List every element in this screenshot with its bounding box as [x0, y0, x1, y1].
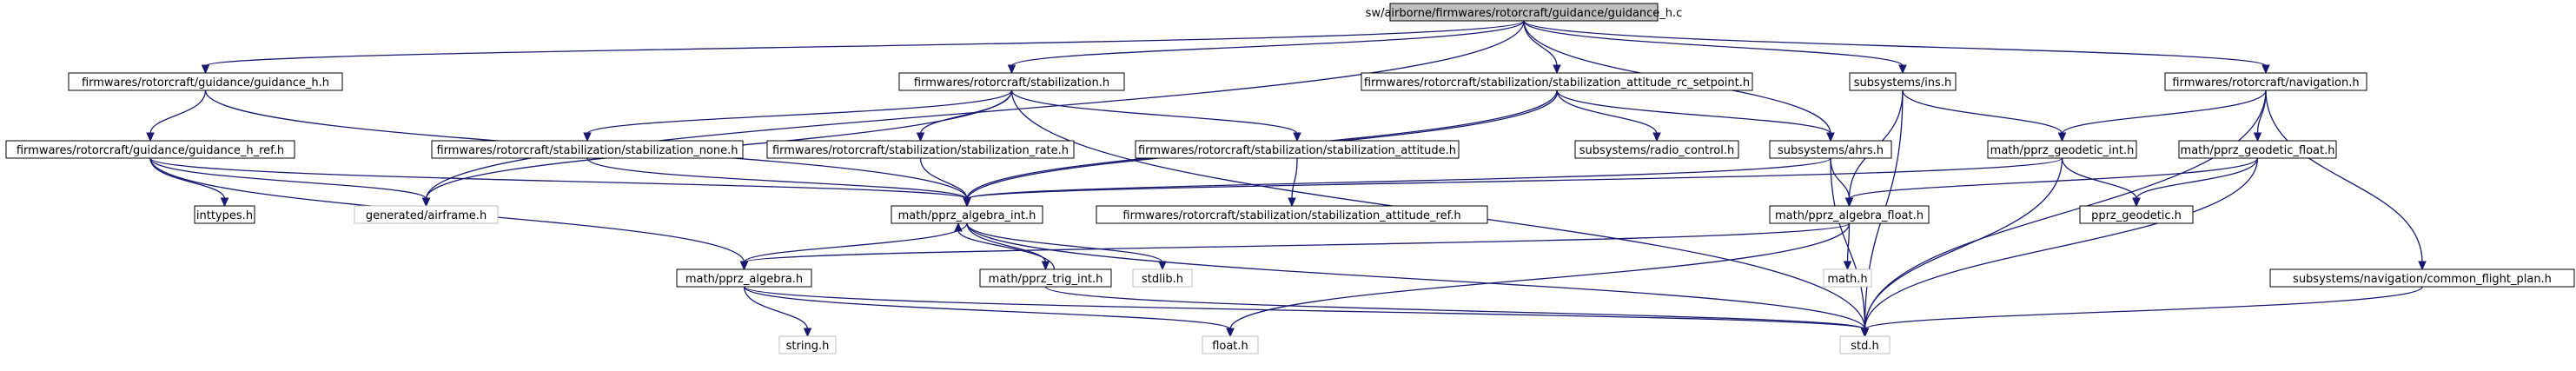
- node-label: pprz_geodetic.h: [2091, 209, 2182, 222]
- node-string-h: string.h: [778, 335, 837, 354]
- edge-root-to-navigation_h: [1523, 20, 2270, 75]
- edge-algebra_int_h-to-algebra_h: [739, 222, 968, 271]
- node-label: firmwares/rotorcraft/navigation.h: [2172, 76, 2359, 89]
- node-stab-rate-h[interactable]: firmwares/rotorcraft/stabilization/stabi…: [766, 140, 1075, 159]
- node-label: firmwares/rotorcraft/guidance/guidance_h…: [82, 76, 329, 89]
- node-label: firmwares/rotorcraft/stabilization/stabi…: [772, 144, 1069, 157]
- node-math-h: math.h: [1823, 268, 1872, 288]
- edge-geodetic_int_h-to-algebra_int_h: [963, 157, 2063, 208]
- edge-stabilization_h-to-stab_attitude_h: [1010, 89, 1301, 142]
- node-label: firmwares/rotorcraft/stabilization/stabi…: [436, 144, 738, 157]
- node-stabilization-h[interactable]: firmwares/rotorcraft/stabilization.h: [898, 72, 1125, 91]
- edge-layer: [146, 20, 2427, 338]
- node-label: math.h: [1827, 273, 1867, 286]
- node-label: sw/airborne/firmwares/rotorcraft/guidanc…: [1366, 7, 1683, 20]
- edge-algebra_h-to-std_h: [743, 286, 1870, 338]
- node-geodetic-float-h[interactable]: math/pprz_geodetic_float.h: [2178, 140, 2337, 159]
- edge-root-to-stabilization_h: [1007, 20, 1525, 75]
- node-label: string.h: [786, 340, 830, 353]
- node-root: sw/airborne/firmwares/rotorcraft/guidanc…: [1366, 3, 1683, 22]
- node-geodetic-int-h[interactable]: math/pprz_geodetic_int.h: [1987, 140, 2137, 159]
- edge-rc_setpoint_h-to-ahrs_h: [1556, 89, 1835, 142]
- node-stab-att-ref-h[interactable]: firmwares/rotorcraft/stabilization/stabi…: [1096, 205, 1488, 224]
- edge-ins_h-to-geodetic_int_h: [1902, 89, 2067, 142]
- edge-geodetic_int_h-to-pprz_geodetic_h: [2061, 157, 2141, 208]
- node-common-flight-plan-h[interactable]: subsystems/navigation/common_flight_plan…: [2269, 268, 2575, 288]
- node-label: math/pprz_geodetic_int.h: [1990, 144, 2135, 157]
- node-guidance-h-ref-h[interactable]: firmwares/rotorcraft/guidance/guidance_h…: [5, 140, 295, 159]
- edge-stab_rate_h-to-algebra_int_h: [919, 157, 971, 208]
- node-label: math/pprz_algebra.h: [685, 273, 803, 286]
- node-label: float.h: [1212, 340, 1248, 353]
- node-pprz-geodetic-h[interactable]: pprz_geodetic.h: [2079, 205, 2194, 224]
- edge-algebra_h-to-string_h: [743, 286, 812, 338]
- edge-algebra_int_h-to-trig_int_h: [966, 222, 1050, 271]
- node-std-h: std.h: [1839, 335, 1891, 354]
- node-algebra-h[interactable]: math/pprz_algebra.h: [676, 268, 812, 288]
- node-trig-int-h[interactable]: math/pprz_trig_int.h: [979, 268, 1112, 288]
- edge-root-to-rc_setpoint_h: [1523, 20, 1561, 75]
- edge-geodetic_float_h-to-std_h: [1860, 157, 2259, 338]
- node-label: generated/airframe.h: [366, 209, 487, 222]
- edge-root-to-ins_h: [1523, 20, 1907, 75]
- node-label: math/pprz_algebra_int.h: [898, 209, 1036, 222]
- node-rc-setpoint-h[interactable]: firmwares/rotorcraft/stabilization/stabi…: [1361, 72, 1753, 91]
- edge-guidance_h_ref_h-to-algebra_int_h: [149, 157, 971, 208]
- node-label: firmwares/rotorcraft/stabilization/stabi…: [1364, 76, 1750, 89]
- edge-trig_int_h-to-algebra_int_h: [954, 222, 1056, 270]
- node-radio-control-h[interactable]: subsystems/radio_control.h: [1574, 140, 1739, 159]
- edge-guidance_h_ref_h-to-inttypes_h: [149, 157, 229, 208]
- edge-root-to-guidance_h_h: [201, 20, 1525, 75]
- edge-ahrs_h-to-std_h: [1830, 157, 1870, 338]
- node-label: subsystems/ahrs.h: [1778, 144, 1884, 157]
- edge-stabilization_h-to-stab_none_h: [583, 89, 1013, 142]
- node-guidance-h-h[interactable]: firmwares/rotorcraft/guidance/guidance_h…: [68, 72, 343, 91]
- edge-stab_none_h-to-algebra_int_h: [586, 157, 971, 208]
- node-stab-attitude-h[interactable]: firmwares/rotorcraft/stabilization/stabi…: [1135, 140, 1460, 159]
- node-layer: sw/airborne/firmwares/rotorcraft/guidanc…: [5, 3, 2575, 354]
- node-algebra-int-h[interactable]: math/pprz_algebra_int.h: [891, 205, 1043, 224]
- edge-trig_int_h-to-std_h: [1044, 286, 1870, 338]
- node-navigation-h[interactable]: firmwares/rotorcraft/navigation.h: [2164, 72, 2367, 91]
- node-ahrs-h[interactable]: subsystems/ahrs.h: [1769, 140, 1892, 159]
- node-airframe-h: generated/airframe.h: [354, 205, 499, 224]
- edge-common_flight_plan_h-to-std_h: [1860, 286, 2423, 338]
- edge-rc_setpoint_h-to-radio_control_h: [1556, 89, 1661, 142]
- edge-stab_attitude_h-to-stab_att_ref_h: [1288, 157, 1298, 208]
- edge-algebra_float_h-to-math_h: [1843, 222, 1852, 271]
- edge-geodetic_float_h-to-pprz_geodetic_h: [2132, 157, 2259, 208]
- node-ins-h[interactable]: subsystems/ins.h: [1849, 72, 1957, 91]
- node-label: firmwares/rotorcraft/stabilization/stabi…: [1122, 209, 1460, 222]
- node-label: stdlib.h: [1142, 273, 1183, 286]
- edge-algebra_int_h-to-stdlib_h: [966, 222, 1167, 271]
- node-stab-none-h[interactable]: firmwares/rotorcraft/stabilization/stabi…: [431, 140, 744, 159]
- edge-navigation_h-to-common_flight_plan_h: [2265, 89, 2427, 271]
- node-inttypes-h[interactable]: inttypes.h: [194, 205, 255, 224]
- node-float-h: float.h: [1202, 335, 1259, 354]
- node-label: math/pprz_geodetic_float.h: [2181, 144, 2335, 157]
- node-algebra-float-h[interactable]: math/pprz_algebra_float.h: [1769, 205, 1930, 224]
- node-label: subsystems/ins.h: [1854, 76, 1951, 89]
- edge-guidance_h_h-to-guidance_h_ref_h: [146, 89, 207, 142]
- node-label: subsystems/radio_control.h: [1579, 144, 1734, 157]
- node-label: inttypes.h: [196, 209, 253, 222]
- node-label: std.h: [1851, 340, 1879, 353]
- node-label: firmwares/rotorcraft/stabilization/stabi…: [1138, 144, 1456, 157]
- node-label: firmwares/rotorcraft/stabilization.h: [914, 76, 1109, 89]
- node-stdlib-h: stdlib.h: [1132, 268, 1193, 288]
- node-label: firmwares/rotorcraft/guidance/guidance_h…: [17, 144, 284, 157]
- node-label: math/pprz_algebra_float.h: [1775, 209, 1924, 222]
- edge-algebra_h-to-float_h: [743, 286, 1235, 338]
- node-label: subsystems/navigation/common_flight_plan…: [2293, 273, 2552, 286]
- edge-algebra_float_h-to-algebra_h: [739, 222, 1851, 271]
- edge-navigation_h-to-geodetic_int_h: [2057, 89, 2267, 142]
- node-label: math/pprz_trig_int.h: [989, 273, 1103, 286]
- edge-geodetic_float_h-to-algebra_float_h: [1844, 157, 2259, 208]
